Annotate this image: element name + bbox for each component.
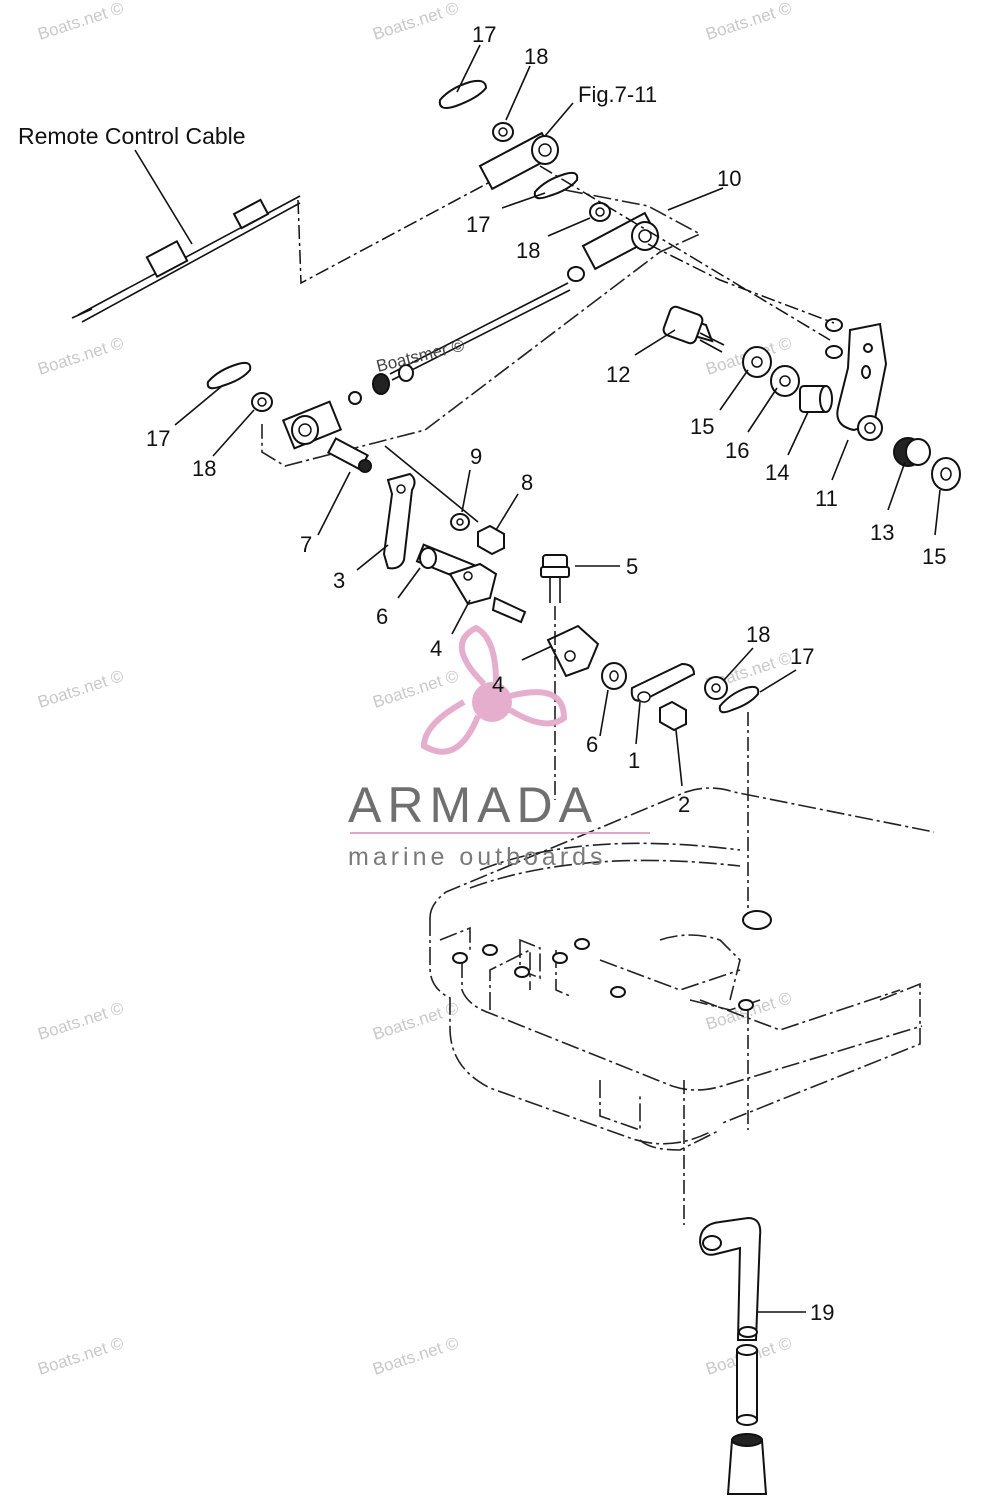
callout-18: 18 bbox=[524, 44, 548, 69]
watermark: Boats.net © bbox=[370, 1333, 461, 1379]
callout-18: 18 bbox=[746, 622, 770, 647]
callout-6: 6 bbox=[376, 604, 388, 629]
callout-5: 5 bbox=[626, 554, 638, 579]
callout-1: 1 bbox=[628, 748, 640, 773]
callout-18: 18 bbox=[516, 238, 540, 263]
callout-13: 13 bbox=[870, 520, 894, 545]
watermark: Boats.net © bbox=[35, 1333, 126, 1379]
bracket-3-assembly bbox=[382, 472, 527, 624]
callout-17: 17 bbox=[790, 644, 814, 669]
watermark: Boats.net © bbox=[703, 988, 794, 1034]
watermark: Boats.net © bbox=[35, 333, 126, 379]
callout-18: 18 bbox=[192, 456, 216, 481]
callout-19: 19 bbox=[810, 1300, 834, 1325]
callout-17: 17 bbox=[146, 426, 170, 451]
callout-11: 11 bbox=[815, 486, 838, 511]
upper-link-group bbox=[438, 79, 659, 282]
watermark: Boats.net © bbox=[370, 666, 461, 712]
engine-housing-outline bbox=[429, 787, 935, 1151]
callout-10: 10 bbox=[717, 166, 741, 191]
figure-reference: Fig.7-11 bbox=[578, 82, 657, 107]
watermark: Boats.net © bbox=[35, 0, 126, 44]
brand-tagline: marine outboards bbox=[348, 843, 607, 871]
callout-14: 14 bbox=[765, 460, 789, 485]
remote-control-cable bbox=[71, 149, 301, 323]
lower-link-group bbox=[206, 361, 414, 473]
lever-11-assembly bbox=[662, 305, 961, 491]
remote-control-cable-label: Remote Control Cable bbox=[18, 123, 246, 149]
watermark: Boats.net © bbox=[703, 0, 794, 44]
callout-15: 15 bbox=[690, 414, 714, 439]
callout-4: 4 bbox=[430, 636, 442, 661]
callout-7: 7 bbox=[300, 532, 312, 557]
leader-line bbox=[134, 149, 193, 245]
brand-name: ARMADA bbox=[348, 777, 598, 833]
hose-19 bbox=[698, 1216, 768, 1495]
callout-17: 17 bbox=[472, 22, 496, 47]
armada-logo: ARMADA marine outboards bbox=[348, 624, 650, 871]
callout-3: 3 bbox=[333, 568, 345, 593]
bolt-5-joint-4 bbox=[540, 554, 760, 732]
callout-2: 2 bbox=[678, 792, 690, 817]
callout-6: 6 bbox=[586, 732, 598, 757]
watermark: Boats.net © bbox=[370, 998, 461, 1044]
watermark: Boats.net © bbox=[35, 666, 126, 712]
callout-15: 15 bbox=[922, 544, 946, 569]
overlay-watermark: Boatsmer © bbox=[374, 336, 466, 376]
callout-9: 9 bbox=[470, 444, 482, 469]
callout-4: 4 bbox=[492, 672, 504, 697]
callout-16: 16 bbox=[725, 438, 749, 463]
watermark: Boats.net © bbox=[35, 998, 126, 1044]
watermark: Boats.net © bbox=[370, 0, 461, 44]
callout-8: 8 bbox=[521, 470, 533, 495]
callout-17: 17 bbox=[466, 212, 490, 237]
watermark-group: Boats.net © Boats.net © Boats.net © Boat… bbox=[35, 0, 794, 1379]
callout-12: 12 bbox=[606, 362, 630, 387]
